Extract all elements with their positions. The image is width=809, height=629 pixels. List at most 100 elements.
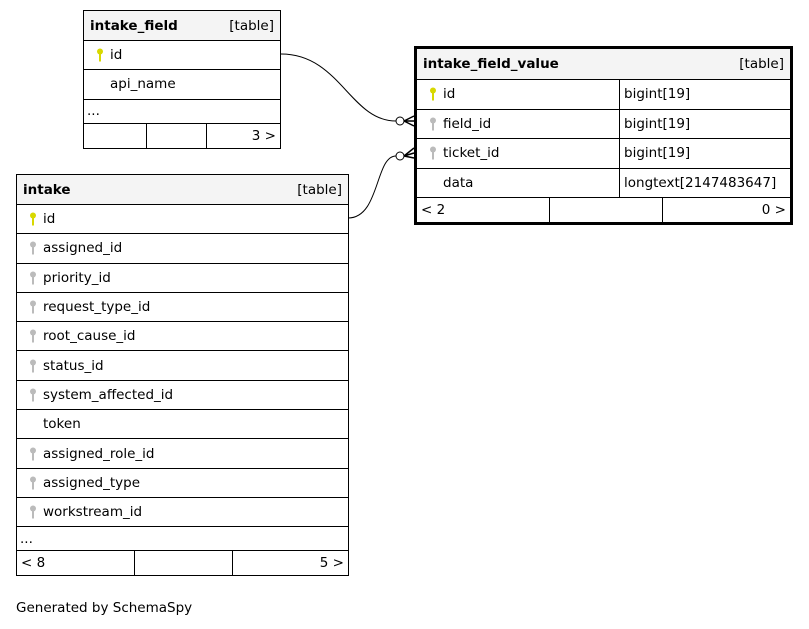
primary-key-icon [23,212,43,226]
foreign-key-icon [23,241,43,255]
column-type: bigint[19] [619,139,790,168]
column-type: bigint[19] [619,109,790,138]
column-name: token [43,416,81,433]
column-name-cell: data [417,169,619,198]
parents-count[interactable] [84,124,146,148]
parents-count[interactable]: < 2 [421,202,446,218]
column-row[interactable]: workstream_id [17,498,348,528]
table-name[interactable]: intake_field_value [423,56,559,72]
table-intake-field[interactable]: intake_field [table] id api_name...3 > [83,10,281,149]
column-row[interactable]: root_cause_id [17,322,348,352]
children-count[interactable]: 3 > [206,123,280,148]
generated-by-label: Generated by SchemaSpy [16,600,193,616]
foreign-key-icon [23,359,43,373]
column-name: request_type_id [43,299,151,316]
crows-foot-icon [403,147,415,159]
children-count[interactable]: 5 > [232,551,348,576]
column-name: assigned_type [43,474,140,491]
column-name: field_id [443,115,492,132]
foreign-key-icon [23,300,43,314]
table-footer: < 2 0 > [417,198,790,222]
column-row[interactable]: api_name [84,70,280,100]
primary-key-icon [90,48,110,62]
column-name: system_affected_id [43,386,174,403]
foreign-key-icon [23,447,43,461]
table-kind: [table] [297,181,342,198]
column-name-cell: status_id [17,351,348,379]
column-name-cell: assigned_id [17,234,348,262]
table-kind: [table] [739,56,784,72]
column-name-cell: id [17,205,348,233]
column-row[interactable]: assigned_role_id [17,439,348,469]
column-name: data [443,174,474,191]
footer-spacer [146,123,206,148]
column-name: workstream_id [43,504,143,521]
column-name-cell: assigned_role_id [17,439,348,467]
table-kind: [table] [229,17,274,34]
table-name[interactable]: intake [23,181,71,198]
column-name: assigned_id [43,240,123,257]
column-row[interactable]: priority_id [17,264,348,293]
column-row[interactable]: assigned_id [17,234,348,264]
column-name: id [443,86,456,103]
column-type: longtext[2147483647] [619,168,790,197]
column-name: id [110,47,123,64]
column-name-cell: request_type_id [17,293,348,321]
column-name: assigned_role_id [43,445,155,462]
table-footer: 3 > [84,123,280,148]
children-count[interactable]: 0 > [662,198,790,222]
column-row[interactable]: data longtext[2147483647] [417,168,790,198]
more-columns-indicator: ... [84,100,280,124]
parents-count[interactable]: < 8 [21,555,46,572]
column-name: id [43,211,56,228]
foreign-key-icon [423,146,443,160]
column-name-cell: workstream_id [17,498,348,526]
column-name-cell: root_cause_id [17,322,348,350]
table-header[interactable]: intake [table] [17,175,348,205]
table-footer: < 8 5 > [17,551,348,576]
column-name: root_cause_id [43,328,136,345]
column-row[interactable]: system_affected_id [17,381,348,411]
more-columns-indicator: ... [17,527,348,552]
zero-many-marker [395,116,405,126]
column-name-cell: priority_id [17,264,348,292]
table-header[interactable]: intake_field [table] [84,11,280,41]
column-row[interactable]: id [84,41,280,71]
column-name: ticket_id [443,145,500,162]
column-row[interactable]: field_id bigint[19] [417,109,790,139]
column-name: status_id [43,357,104,374]
footer-spacer [549,198,662,222]
column-row[interactable]: token [17,410,348,440]
foreign-key-icon [23,388,43,402]
edge-intake-field-to-field-value [280,53,397,122]
table-header[interactable]: intake_field_value [table] [417,49,790,80]
column-name-cell: ticket_id [417,139,619,168]
column-name-cell: assigned_type [17,469,348,497]
foreign-key-icon [23,271,43,285]
footer-spacer [134,551,232,576]
foreign-key-icon [423,117,443,131]
foreign-key-icon [23,329,43,343]
foreign-key-icon [23,505,43,519]
primary-key-icon [423,87,443,101]
column-type: bigint[19] [619,80,790,109]
column-name: priority_id [43,269,111,286]
column-row[interactable]: id bigint[19] [417,80,790,110]
column-name-cell: token [17,410,348,438]
foreign-key-icon [23,476,43,490]
crows-foot-icon [403,115,415,127]
table-name[interactable]: intake_field [90,17,178,34]
column-name-cell: system_affected_id [17,381,348,409]
column-row[interactable]: assigned_type [17,469,348,498]
edge-intake-to-field-value [347,155,397,219]
column-row[interactable]: status_id [17,351,348,381]
column-row[interactable]: id [17,205,348,235]
column-row[interactable]: ticket_id bigint[19] [417,139,790,169]
column-name-cell: api_name [84,70,280,98]
column-name-cell: field_id [417,110,619,139]
column-name-cell: id [84,41,280,69]
column-row[interactable]: request_type_id [17,293,348,323]
